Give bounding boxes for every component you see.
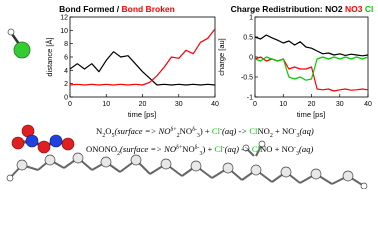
y-tick-label: 10 <box>60 28 68 35</box>
x-tick-label: 30 <box>175 101 183 108</box>
y-tick-label: 0.5 <box>243 35 253 42</box>
water-atom <box>130 154 142 166</box>
water-atom <box>16 159 28 171</box>
x-tick-label: 20 <box>139 101 147 108</box>
h-atom <box>7 28 15 36</box>
right-series-group <box>254 34 369 92</box>
series-line-cl <box>254 56 369 81</box>
hydrogen-atom <box>242 144 250 152</box>
hydrogen-atom <box>6 174 14 182</box>
right-chart-title: Charge Redistribution: NO2 NO3 Cl <box>231 4 374 14</box>
nitrogen-atom <box>49 134 63 148</box>
cl-bond-stick <box>10 33 21 45</box>
left-x-axis-label: time [ps] <box>128 110 156 119</box>
oxygen-atom <box>11 136 25 150</box>
y-tick-label: 8 <box>64 41 68 48</box>
water-atom <box>250 164 262 176</box>
left-series-group <box>69 28 216 86</box>
water-atom <box>190 160 202 172</box>
right-y-axis-label: charge [au] <box>217 38 226 76</box>
water-atom <box>100 156 112 168</box>
title-sep: / <box>114 4 121 14</box>
water-atom <box>160 158 172 170</box>
x-tick-label: 0 <box>68 101 72 108</box>
n2o5-molecule-illustration <box>11 124 75 154</box>
right-y-ticks: -1 -0.5 0 0.5 1 <box>241 15 258 102</box>
legend-cl: Cl <box>365 4 374 14</box>
series-line-no3 <box>254 56 369 92</box>
series-line-bond-broken <box>69 28 216 86</box>
charge-chart: Charge Redistribution: NO2 NO3 Cl -1 -0.5… <box>217 4 373 119</box>
series-line-bond-formed <box>69 51 216 86</box>
water-atom <box>280 166 292 178</box>
y-tick-label: -0.5 <box>241 75 253 82</box>
left-y-axis-label: distance [Å] <box>45 37 54 76</box>
x-tick-label: 20 <box>308 101 316 108</box>
y-tick-label: 2 <box>64 81 68 88</box>
cl-atom <box>13 41 31 59</box>
reaction-equation-2: ONONO2(surface => NOδ+NOδ-3) + Cl-(aq) -… <box>86 144 313 157</box>
reaction-equation-1: N2O5(surface => NOδ+2NOδ-3) + Cl-(aq) ->… <box>96 126 314 139</box>
water-atoms <box>6 140 368 189</box>
water-atom <box>44 154 56 166</box>
right-x-axis-label: time [ps] <box>297 110 325 119</box>
y-tick-label: 1 <box>249 15 253 22</box>
series-line-no2 <box>254 34 369 57</box>
right-x-ticks: 0 10 20 30 40 <box>253 94 372 108</box>
y-tick-label: 12 <box>60 15 68 22</box>
legend-no2: NO2 <box>325 4 343 14</box>
title-charge-prefix: Charge Redistribution: <box>231 4 325 14</box>
y-tick-label: 6 <box>64 55 68 62</box>
water-atom <box>222 162 234 174</box>
hydrogen-atom <box>360 182 368 189</box>
left-chart-title: Bond Formed / Bond Broken <box>59 4 175 14</box>
x-tick-label: 40 <box>211 101 219 108</box>
y-tick-label: 0 <box>249 55 253 62</box>
distance-chart: Bond Formed / Bond Broken 0 2 4 6 8 10 12 0 10 2… <box>45 4 219 119</box>
left-y-ticks: 0 2 4 6 8 10 12 <box>60 15 73 102</box>
hydrogen-atom <box>258 140 266 148</box>
title-bond-broken: Bond Broken <box>121 4 174 14</box>
y-tick-label: 4 <box>64 68 68 75</box>
water-atom <box>342 170 354 182</box>
x-tick-label: 30 <box>336 101 344 108</box>
y-tick-label: 0 <box>64 95 68 102</box>
cl-atom-illustration <box>7 28 31 59</box>
water-atom <box>72 152 84 164</box>
title-bond-formed: Bond Formed <box>59 4 114 14</box>
y-tick-label: -1 <box>247 95 253 102</box>
left-x-ticks: 0 10 20 30 40 <box>68 94 219 108</box>
x-tick-label: 0 <box>253 101 257 108</box>
x-tick-label: 40 <box>364 101 372 108</box>
x-tick-label: 10 <box>279 101 287 108</box>
oxygen-atom <box>61 137 75 151</box>
oxygen-atom <box>37 140 51 154</box>
x-tick-label: 10 <box>102 101 110 108</box>
water-atom <box>310 168 322 180</box>
nitrogen-atom <box>25 134 39 148</box>
right-plot-frame <box>254 16 369 98</box>
legend-no3: NO3 <box>345 4 363 14</box>
